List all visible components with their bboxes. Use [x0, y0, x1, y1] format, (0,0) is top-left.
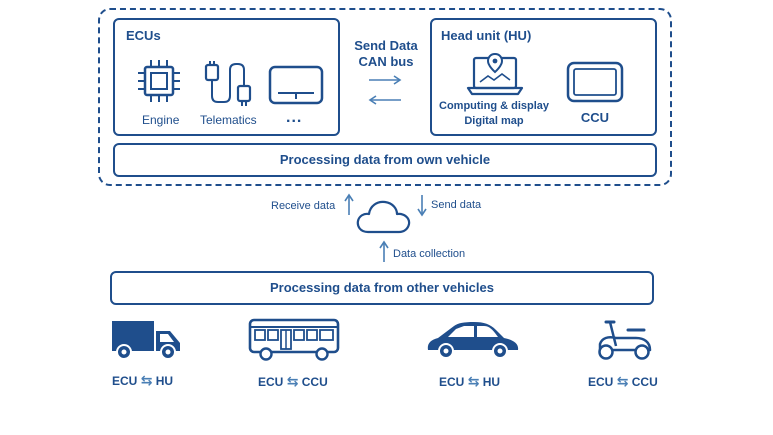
head-unit-title: Head unit (HU) — [441, 28, 532, 43]
arrow-up-icon — [344, 193, 354, 215]
digital-map-label: Digital map — [464, 115, 524, 127]
receive-data-label: Receive data — [271, 200, 336, 212]
exchange-icon: ⇆ — [286, 373, 299, 389]
processing-other-box — [110, 271, 654, 305]
vehicle-scooter-label: ECU ⇆ CCU — [588, 373, 658, 390]
arrow-down-icon — [417, 195, 427, 217]
processing-other-label: Processing data from other vehicles — [270, 280, 494, 295]
car-peer-text: HU — [482, 375, 501, 389]
chip-icon — [138, 60, 180, 102]
bus-peer-text: CCU — [301, 375, 328, 389]
ecu-telematics-label: Telematics — [200, 113, 257, 127]
car-icon — [427, 322, 519, 359]
head-unit-box — [430, 18, 657, 136]
laptop-map-icon — [466, 52, 524, 96]
ecu-engine-label: Engine — [142, 113, 180, 127]
vehicle-bus-label: ECU ⇆ CCU — [258, 373, 328, 390]
ecus-title: ECUs — [126, 28, 161, 43]
bus-ecu-text: ECU — [258, 375, 284, 389]
cloud-icon — [356, 200, 411, 234]
truck-peer-text: HU — [155, 374, 174, 388]
data-collection-label: Data collection — [393, 248, 466, 260]
computing-display-label: Computing & display — [439, 100, 549, 112]
scooter-icon — [598, 320, 652, 360]
own-vehicle-container — [98, 8, 672, 186]
bus-icon — [248, 318, 340, 361]
truck-icon — [112, 321, 180, 360]
device-icon — [268, 65, 324, 105]
vehicle-car-label: ECU ⇆ HU — [439, 373, 500, 390]
car-ecu-text: ECU — [439, 375, 465, 389]
processing-own-box — [113, 143, 657, 177]
send-data-cloud-label: Send data — [431, 199, 482, 211]
scooter-ecu-text: ECU — [588, 375, 614, 389]
ccu-label: CCU — [580, 110, 610, 125]
arrow-right-icon — [369, 75, 402, 85]
exchange-icon: ⇆ — [616, 373, 629, 389]
exchange-icon: ⇆ — [140, 372, 153, 388]
scooter-peer-text: CCU — [631, 375, 658, 389]
processing-own-label: Processing data from own vehicle — [279, 152, 491, 167]
truck-ecu-text: ECU — [112, 374, 138, 388]
ecu-more-label: ... — [286, 109, 303, 126]
send-data-label: Send Data — [354, 38, 418, 53]
telematics-icon — [204, 61, 252, 106]
can-bus-label: CAN bus — [358, 54, 414, 69]
vehicle-truck-label: ECU ⇆ HU — [112, 372, 173, 389]
arrow-left-icon — [368, 95, 401, 105]
tablet-icon — [566, 61, 624, 103]
exchange-icon: ⇆ — [467, 373, 480, 389]
arrow-up-collection-icon — [379, 240, 389, 262]
